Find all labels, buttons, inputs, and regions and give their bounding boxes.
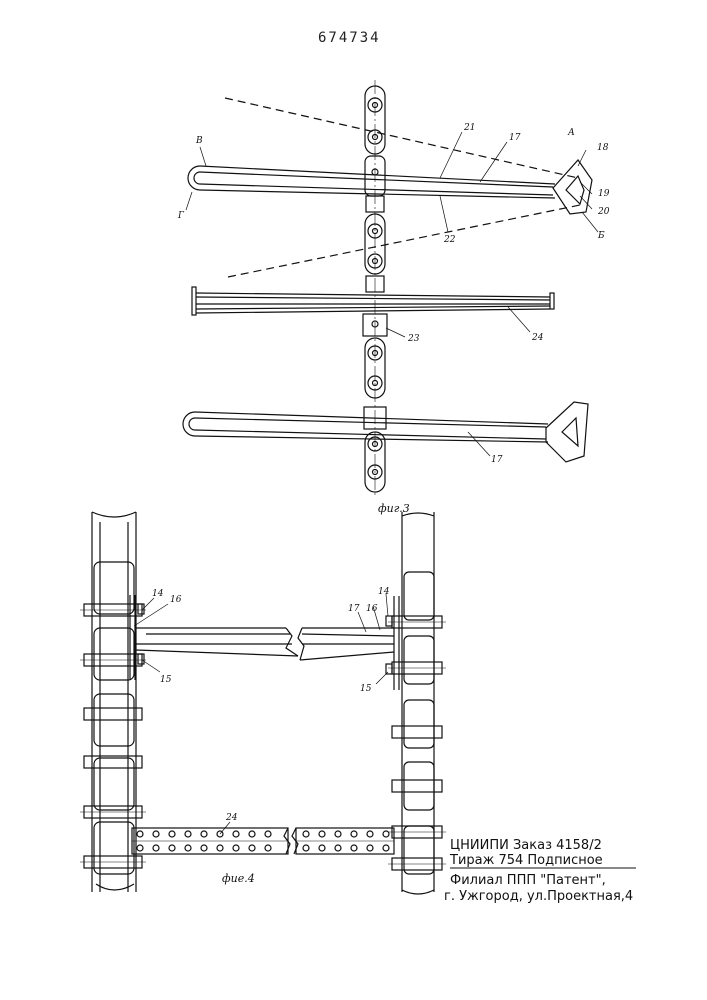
label-16-right: 16 (366, 604, 378, 614)
imprint-line-1: ЦНИИПИ Заказ 4158/2 (450, 838, 602, 853)
label-24: 24 (531, 333, 544, 343)
label-14-left: 14 (152, 589, 164, 599)
label-20: 20 (597, 207, 610, 217)
right-chain (388, 512, 446, 894)
dashed-line-upper (225, 98, 578, 178)
label-a: А (567, 128, 575, 138)
label-b: Б (597, 231, 605, 241)
label-17-fig4: 17 (348, 604, 360, 614)
label-19: 19 (598, 189, 610, 199)
label-24-fig4: 24 (225, 813, 238, 823)
label-v: В (195, 136, 203, 146)
label-22: 22 (443, 235, 456, 245)
right-chain-pins (388, 616, 446, 870)
figure-3-caption: фиг.3 (378, 502, 410, 515)
triangle-head-lower (546, 402, 588, 462)
label-g: Г (177, 211, 185, 221)
label-15-left: 15 (160, 675, 172, 685)
dashed-line-lower (228, 205, 580, 277)
bar-24-section (132, 828, 394, 854)
figure-4-caption: фие.4 (222, 872, 255, 885)
vertical-chain (363, 80, 387, 495)
figure-4: 14 16 15 14 17 16 15 24 фие.4 (80, 512, 446, 894)
figure-3: В Г 21 17 А 18 19 20 Б 22 23 24 17 фиг.3 (177, 80, 610, 515)
imprint-line-4: г. Ужгород, ул.Проектная,4 (444, 889, 633, 904)
label-14-right: 14 (378, 587, 390, 597)
label-17-upper: 17 (509, 133, 521, 143)
bar-17-section (136, 628, 394, 660)
label-18: 18 (597, 143, 609, 153)
imprint-line-2: Тираж 754 Подписное (450, 853, 603, 868)
left-chain (80, 512, 146, 892)
leader-lines-fig4 (134, 594, 388, 834)
right-chain-plates (404, 572, 434, 874)
label-21: 21 (463, 123, 475, 133)
triangle-head (553, 160, 592, 214)
label-23: 23 (407, 334, 420, 344)
imprint-line-3: Филиал ППП "Патент", (450, 873, 606, 888)
bar-24 (192, 287, 554, 315)
bar-17-upper (188, 160, 592, 214)
label-16-left: 16 (170, 595, 182, 605)
label-15-right: 15 (360, 684, 372, 694)
label-17-lower: 17 (491, 455, 503, 465)
bolts (138, 604, 392, 674)
